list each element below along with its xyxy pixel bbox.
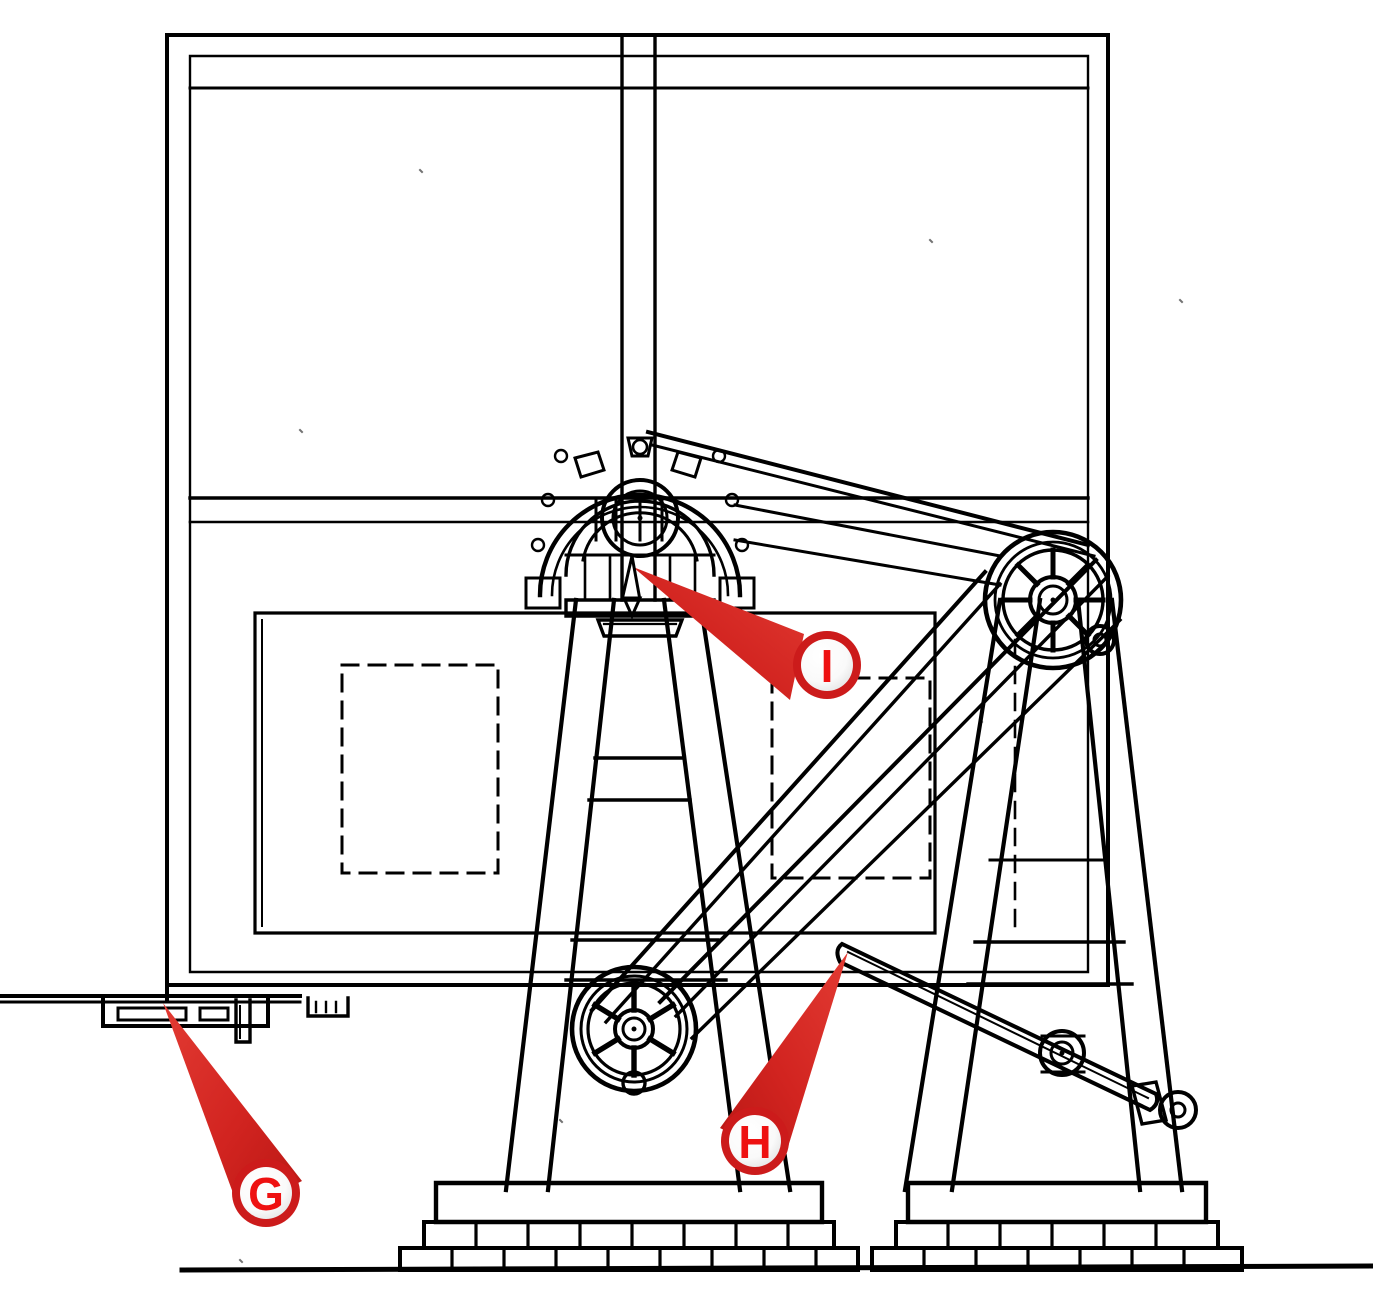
center-post bbox=[620, 33, 657, 602]
foundation-right bbox=[870, 1180, 1244, 1272]
drive-belts bbox=[589, 429, 1123, 1041]
foundation-left bbox=[398, 1180, 860, 1272]
callout-h-badge-face bbox=[729, 1115, 781, 1167]
callout-g[interactable]: G bbox=[163, 1003, 302, 1227]
callout-i-arrowhead bbox=[620, 555, 643, 620]
callout-i-badge-face bbox=[801, 639, 853, 691]
lower-left-mechanism bbox=[0, 983, 350, 1044]
connecting-rod bbox=[835, 941, 1198, 1130]
hidden-outline-dashed bbox=[340, 663, 500, 875]
main-frame bbox=[165, 33, 1110, 987]
lower-pulley bbox=[569, 964, 699, 1096]
upper-bearing-housing bbox=[524, 436, 756, 638]
right-flywheel bbox=[982, 529, 1124, 671]
machine-line-art bbox=[0, 33, 1373, 1273]
hidden-outline-dashed-right bbox=[770, 676, 932, 880]
callout-g-badge-face bbox=[240, 1167, 292, 1219]
drawing-speckle bbox=[238, 168, 1184, 1264]
callout-i[interactable]: I bbox=[633, 567, 861, 700]
callout-i-cone bbox=[633, 567, 804, 700]
